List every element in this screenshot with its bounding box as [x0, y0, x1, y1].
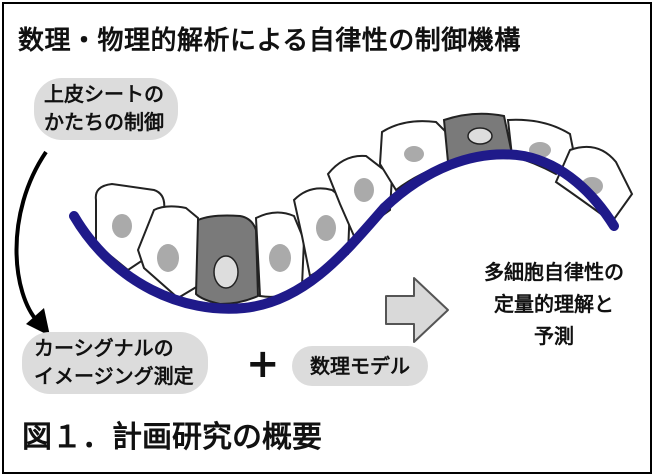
- label-line: 定量的理解と: [494, 292, 614, 316]
- cell-nucleus: [157, 244, 179, 272]
- label-line: 上皮シートの: [44, 82, 164, 106]
- cell-nucleus: [404, 146, 424, 162]
- cell-nucleus: [269, 244, 291, 272]
- label-line: カーシグナルの: [34, 336, 174, 360]
- result-label: 多細胞自律性の 定量的理解と 予測: [484, 256, 624, 352]
- cell-nucleus: [316, 215, 336, 241]
- figure-caption: 図１．計画研究の概要: [22, 420, 322, 455]
- curved-arrow-head: [26, 308, 50, 336]
- cell-nucleus: [112, 214, 132, 238]
- cell-nucleus: [354, 178, 374, 202]
- cell-nucleus: [467, 127, 493, 145]
- plus-sign: +: [246, 341, 280, 387]
- label-line: イメージング測定: [34, 364, 194, 388]
- force-imaging-label: カーシグナルの イメージング測定: [22, 332, 208, 394]
- cell-layer: [94, 112, 634, 306]
- right-arrow-icon: [385, 277, 449, 343]
- label-line: 予測: [534, 324, 574, 348]
- epithelium-control-label: 上皮シートの かたちの制御: [34, 78, 178, 140]
- math-model-label: 数理モデル: [292, 346, 428, 386]
- basement-curve: [69, 149, 619, 314]
- curved-arrow-icon: [14, 150, 48, 324]
- epithelium-illustration: [14, 112, 634, 343]
- cell-nucleus: [213, 255, 239, 289]
- figure-heading: 数理・物理的解析による自律性の制御機構: [18, 26, 521, 56]
- label-line: 多細胞自律性の: [484, 260, 624, 284]
- label-line: かたちの制御: [44, 110, 164, 134]
